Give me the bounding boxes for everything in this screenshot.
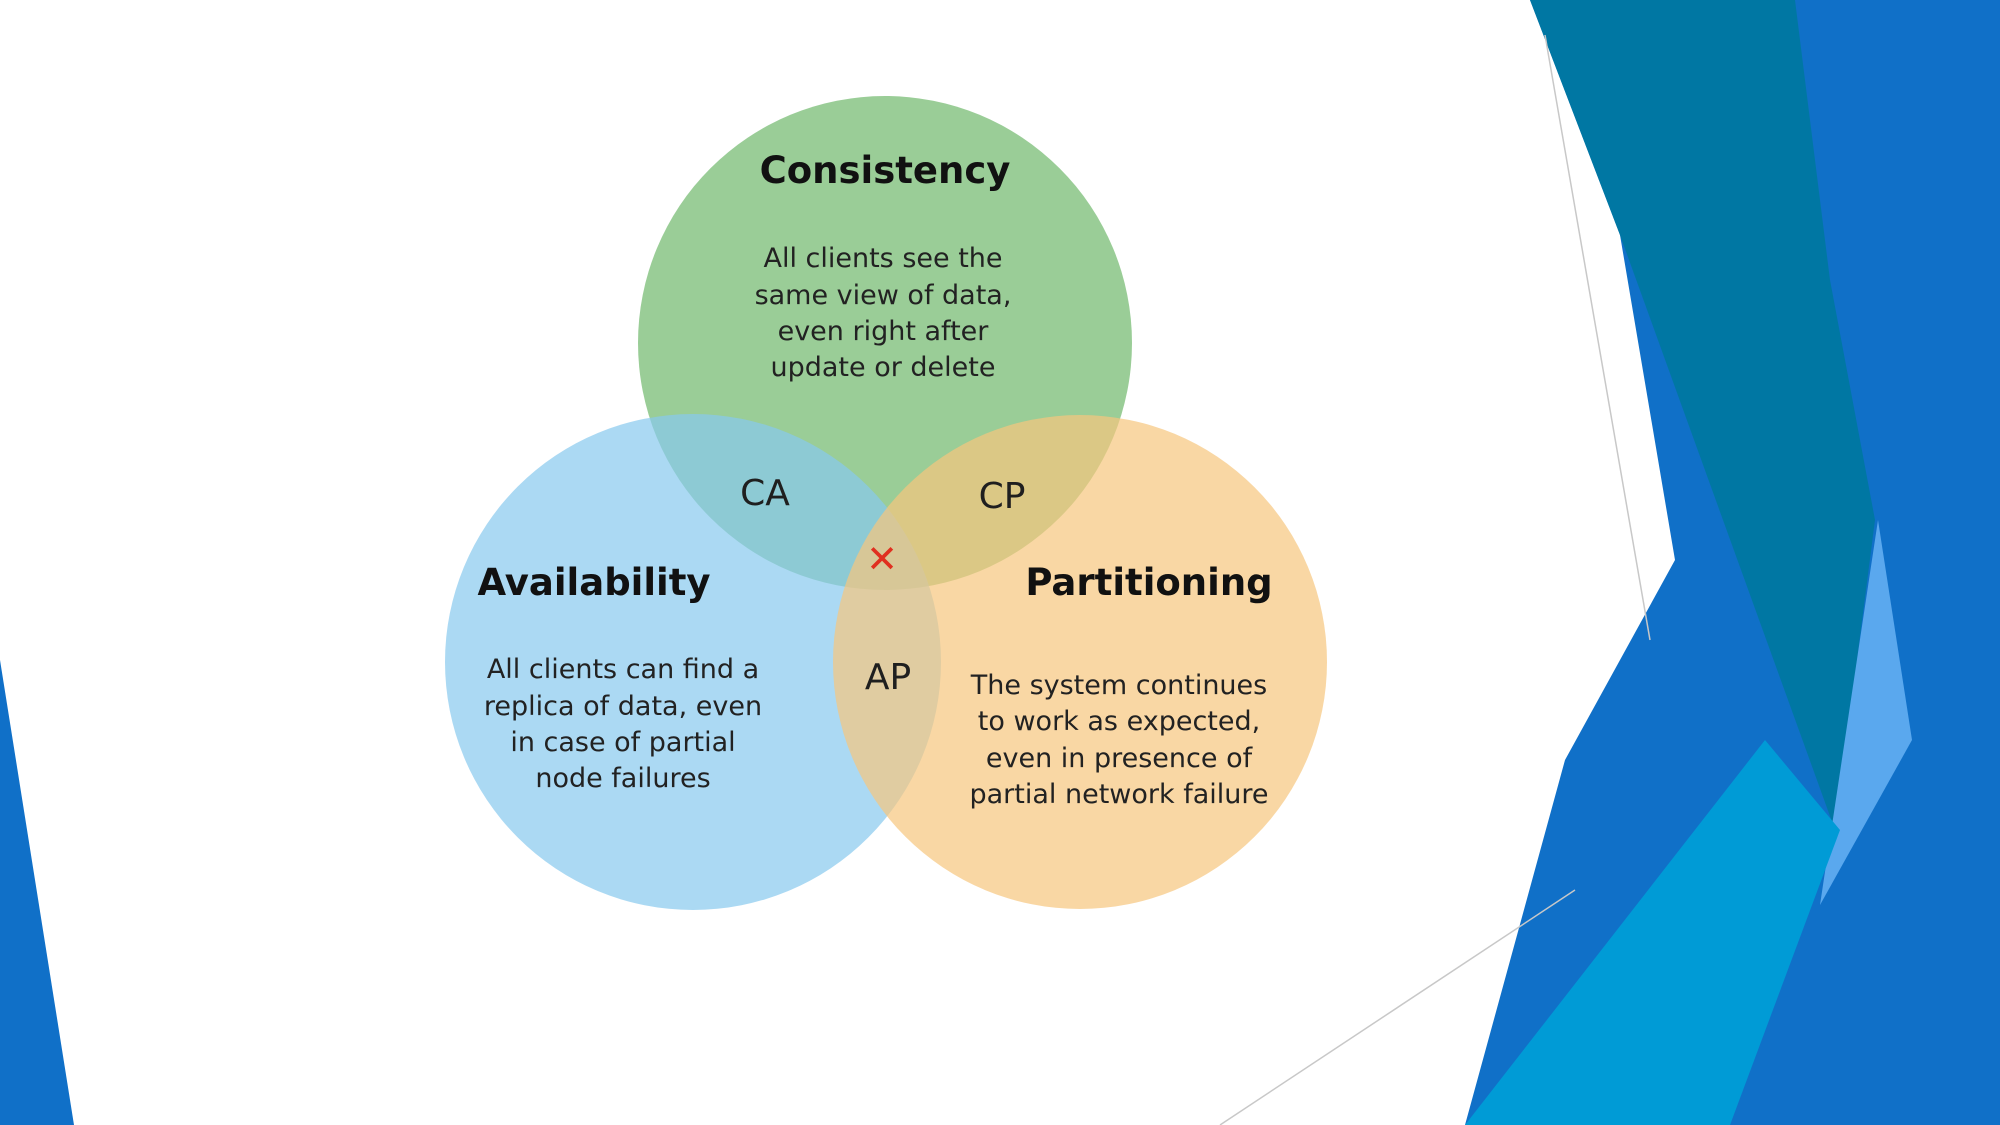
consistency-desc-line-2: same view of data, (755, 280, 1012, 311)
availability-desc-line-1: All clients can find a (487, 654, 759, 685)
availability-desc-line-2: replica of data, even (484, 691, 762, 722)
center-x-mark-icon: ✕ (866, 537, 898, 581)
thin-gray-line-top (1544, 34, 1651, 641)
availability-desc-line-4: node failures (535, 763, 710, 794)
partitioning-circle (833, 415, 1327, 909)
right-light-blue-shape (1820, 520, 1912, 905)
consistency-title: Consistency (760, 149, 1011, 192)
partitioning-desc-line-2: to work as expected, (978, 706, 1260, 737)
availability-desc-line-3: in case of partial (510, 727, 735, 758)
partitioning-desc-line-4: partial network failure (969, 779, 1268, 810)
right-teal-shape (1530, 0, 1875, 830)
availability-circle (445, 414, 941, 910)
left-edge-shape (0, 660, 74, 1125)
partitioning-desc-line-1: The system continues (970, 670, 1267, 701)
thin-gray-line-bottom (1219, 889, 1576, 1125)
venn-diagram: Consistency All clients see the same vie… (445, 96, 1327, 910)
consistency-desc-line-1: All clients see the (763, 243, 1002, 274)
bottom-cyan-shape (1465, 740, 1840, 1125)
availability-title: Availability (477, 561, 710, 604)
consistency-desc-line-4: update or delete (771, 352, 996, 383)
cp-label: CP (979, 476, 1026, 517)
partitioning-title: Partitioning (1025, 561, 1272, 604)
ap-label: AP (865, 657, 911, 698)
ca-label: CA (740, 473, 790, 514)
consistency-desc-line-3: even right after (778, 316, 990, 347)
partitioning-desc-line-3: even in presence of (986, 743, 1254, 774)
right-blue-shape (1465, 0, 2000, 1125)
